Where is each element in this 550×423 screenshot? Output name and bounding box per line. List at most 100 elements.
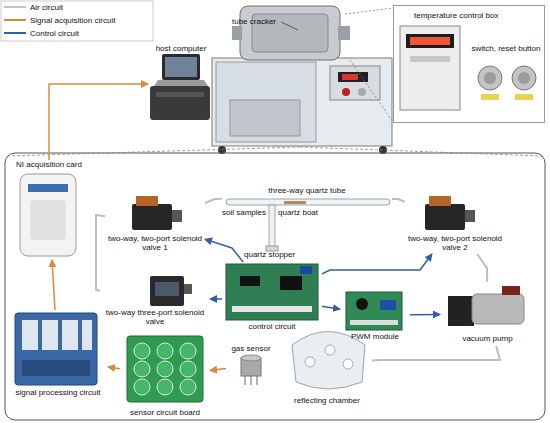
- printer-body: [150, 86, 210, 120]
- inset-box: temperature control box switch, reset but…: [393, 5, 545, 123]
- card-node: NI acquisition card: [8, 160, 90, 260]
- chamber-port: [305, 357, 315, 367]
- component-label: two-way three-port solenoid valve: [100, 308, 210, 326]
- daq-card: [20, 174, 76, 256]
- component-label: two-way, two-port solenoid valve 1: [105, 234, 205, 252]
- daq-panel: [30, 200, 66, 240]
- circuit-connector: [322, 254, 432, 274]
- circuit-connector: [392, 199, 405, 202]
- panel-button: [358, 88, 366, 96]
- component-label: vacuum pump: [440, 334, 535, 343]
- pin-header: [350, 320, 398, 325]
- legend-line: [4, 32, 26, 34]
- part-label: tube cracker: [232, 17, 288, 26]
- controller-digits: [410, 37, 450, 45]
- valve-port: [184, 284, 192, 294]
- button-sticker: [481, 94, 499, 100]
- circuit-connector: [210, 298, 222, 300]
- system-frame: [5, 153, 545, 420]
- valve-port: [172, 210, 182, 222]
- pump-head: [448, 296, 474, 326]
- laptop-base: [154, 80, 208, 86]
- component-label: two-way, two-port solenoid valve 2: [405, 234, 505, 252]
- part-label: quartz boat: [278, 208, 328, 217]
- daq-logo: [28, 184, 68, 192]
- valve-node: two-way three-port solenoid valve: [100, 272, 210, 328]
- furnace-body: [240, 6, 340, 60]
- valve-port: [465, 210, 475, 222]
- component-label: switch, reset button: [468, 44, 544, 53]
- switch-button: [478, 66, 502, 90]
- board-module: [22, 320, 38, 350]
- leader-line: [281, 22, 298, 30]
- legend-line: [4, 19, 26, 21]
- pump-node: vacuum pump: [440, 282, 535, 346]
- pump-cap: [502, 286, 520, 295]
- sensor-socket: [134, 379, 150, 395]
- component-label: signal processing circuit: [8, 388, 108, 397]
- sensor-socket: [157, 361, 173, 377]
- component-label: NI acquisition card: [8, 160, 90, 169]
- legend-label: Control circuit: [30, 29, 152, 38]
- circuit-connector: [108, 367, 120, 369]
- valve-node: two-way, two-port solenoid valve 1: [105, 192, 205, 254]
- chamber-port: [343, 359, 353, 369]
- valve-body: [132, 204, 172, 230]
- component-label: temperature control box: [414, 11, 526, 20]
- terminal-block: [380, 300, 396, 310]
- controller-body: [400, 26, 460, 110]
- sensor-pin: [245, 376, 246, 385]
- panel-button: [342, 88, 350, 96]
- pump-motor: [472, 294, 524, 324]
- component-label: three-way quartz tube: [222, 186, 392, 195]
- sensor-pin: [251, 376, 252, 385]
- circuit-connector: [52, 260, 55, 310]
- part-label: soil samples: [222, 208, 272, 217]
- zoom-line: [345, 8, 393, 14]
- cabinet-glass: [216, 62, 316, 142]
- controller-display: [406, 34, 454, 48]
- valve-coil: [429, 196, 451, 206]
- sensor-socket: [157, 379, 173, 395]
- legend-label: Signal acquisition circuit: [30, 16, 152, 25]
- tube-stem: [269, 205, 275, 247]
- tube-node: three-way quartz tube: [222, 186, 392, 208]
- component-label: PWM module: [340, 332, 410, 341]
- circuit-connector: [49, 84, 148, 160]
- computer-node: host computer: [148, 44, 214, 124]
- component-label: reflecting chamber: [282, 396, 372, 405]
- chamber-port: [325, 345, 335, 355]
- board-module: [62, 320, 78, 350]
- board-module: [82, 320, 92, 350]
- board-module: [42, 320, 58, 350]
- sensor-socket: [157, 343, 173, 359]
- ic-chip: [240, 276, 260, 286]
- sensor-mesh: [241, 355, 261, 361]
- board-node: sensor circuit board: [120, 330, 210, 420]
- panel-digits: [342, 74, 358, 80]
- controller-keys: [410, 56, 450, 62]
- circuit-connector: [372, 346, 500, 361]
- component-label: host computer: [148, 44, 214, 53]
- board-node: PWM module: [340, 286, 410, 344]
- circuit-connector: [410, 314, 440, 316]
- valve-body: [425, 204, 465, 230]
- board-node: control circuit: [222, 262, 322, 334]
- pwm-board: [346, 292, 402, 330]
- sensor-board: [127, 336, 203, 402]
- board-node: signal processing circuit: [8, 310, 108, 410]
- sensor-node: gas sensor: [226, 344, 276, 388]
- valve-body: [150, 276, 184, 306]
- laptop-display: [165, 57, 197, 77]
- ic-chip: [280, 276, 302, 290]
- control-panel: [330, 66, 380, 100]
- legend-line: [4, 6, 26, 8]
- sensor-socket: [134, 361, 150, 377]
- button-cap: [484, 72, 496, 84]
- quartz-tube: [226, 199, 390, 205]
- legend-label: Air circuit: [30, 3, 152, 12]
- button-sticker: [515, 94, 533, 100]
- printer-slot: [156, 92, 204, 97]
